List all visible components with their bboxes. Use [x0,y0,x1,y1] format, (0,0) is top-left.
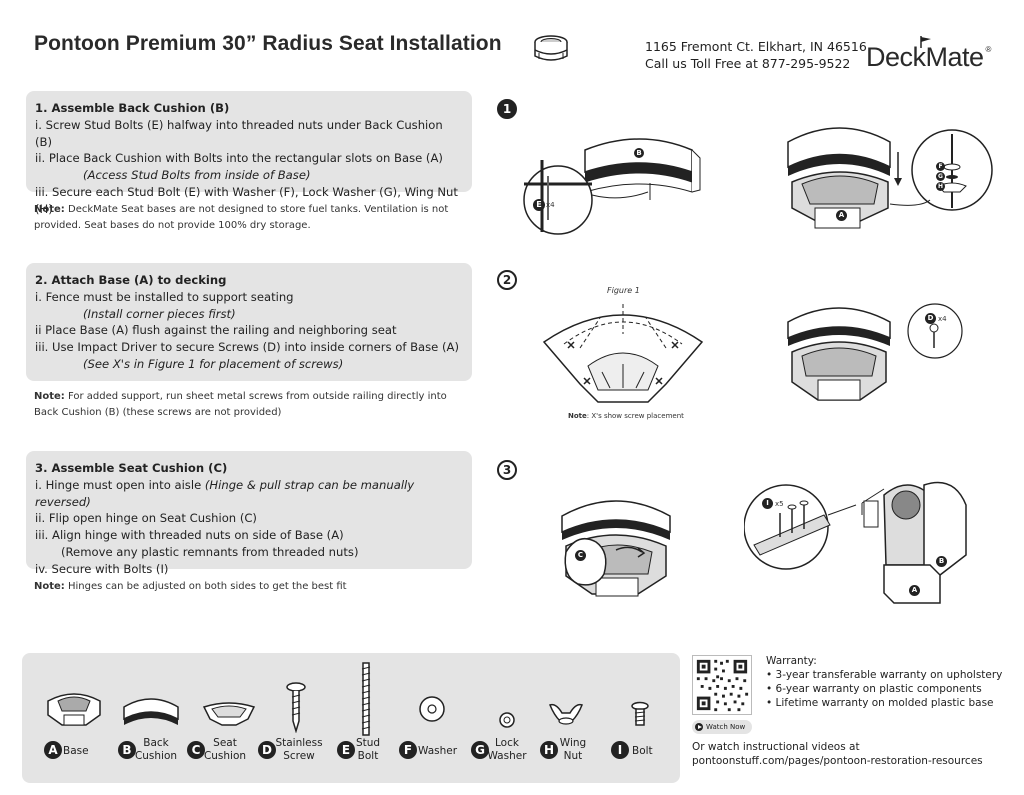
step-2-instructions: 2. Attach Base (A) to decking i. Fence m… [26,263,472,381]
step-3-instructions: 3. Assemble Seat Cushion (C) i. Hinge mu… [26,451,472,569]
wing-nut-part-icon [548,701,584,727]
callout-a-badge: A [909,585,920,596]
warranty-item: • Lifetime warranty on molded plastic ba… [766,696,1002,710]
step-3-note: Note: Hinges can be adjusted on both sid… [34,579,464,595]
callout-b-badge: B [634,148,644,158]
washer-part-icon [418,695,446,723]
note-text: Hinges can be adjusted on both sides to … [65,581,347,592]
part-e-label: Stud Bolt [353,737,383,763]
back-cushion-part-icon [120,693,182,727]
step-2-right-illustration [784,296,894,406]
registered-mark: ® [986,45,991,54]
note-label: Note: [34,391,65,402]
address-line: 1165 Fremont Ct. Elkhart, IN 46516 [645,38,867,55]
figure-1-diagram [540,294,706,410]
callout-c-badge: C [575,550,586,561]
video-resources: Or watch instructional videos at pontoon… [692,740,983,768]
stud-bolt-part-icon [358,661,374,737]
stainless-screw-part-icon [285,681,307,733]
callout-i-qty: x5 [775,500,784,508]
step-2-line: (See X's in Figure 1 for placement of sc… [35,356,463,373]
part-a-label: Base [63,745,89,758]
phone-line: Call us Toll Free at 877-295-9522 [645,55,867,72]
base-part-icon [44,691,104,729]
step-2-line: ii Place Base (A) flush against the rail… [35,322,463,339]
watch-now-label: Watch Now [706,723,745,731]
callout-g-badge: G [936,172,945,181]
part-i-label: Bolt [632,745,653,758]
step-1-line: (Access Stud Bolts from inside of Base) [35,167,463,184]
step-3-line-text: i. Hinge must open into aisle [35,478,201,492]
figure-note-label: Note [568,412,587,420]
part-a-badge: A [44,741,62,759]
callout-b-badge: B [936,556,947,567]
flag-icon [919,36,933,48]
callout-f-badge: F [936,162,945,171]
part-c-label: Seat Cushion [203,737,247,763]
seat-thumbnail-icon [530,32,572,68]
step-1-note: Note: DeckMate Seat bases are not design… [34,202,464,234]
step-3-line: iii. Align hinge with threaded nuts on s… [35,527,463,544]
step-1-heading: 1. Assemble Back Cushion (B) [35,100,463,117]
step-1-instructions: 1. Assemble Back Cushion (B) i. Screw St… [26,91,472,192]
figure-note-text: : X's show screw placement [587,412,684,420]
page-title: Pontoon Premium 30” Radius Seat Installa… [34,32,502,56]
note-text: For added support, run sheet metal screw… [34,391,447,418]
part-h-label: Wing Nut [556,737,590,763]
callout-e-qty: x4 [546,201,555,209]
parts-panel: A Base B Back Cushion C Seat Cushion D S… [22,653,680,783]
watch-now-button[interactable]: Watch Now [692,720,752,734]
callout-e-badge: E [533,199,545,211]
warranty-info: Warranty: • 3-year transferable warranty… [766,654,1002,710]
videos-url[interactable]: pontoonstuff.com/pages/pontoon-restorati… [692,754,983,768]
callout-h-badge: H [936,182,945,191]
step-2-line: (Install corner pieces first) [35,306,463,323]
note-label: Note: [34,581,65,592]
warranty-item: • 3-year transferable warranty on uphols… [766,668,1002,682]
warranty-title: Warranty: [766,654,1002,668]
step-1-line: ii. Place Back Cushion with Bolts into t… [35,150,463,167]
step-3-heading: 3. Assemble Seat Cushion (C) [35,460,463,477]
callout-d-badge: D [925,313,936,324]
callout-a-badge: A [836,210,847,221]
step-2-heading: 2. Attach Base (A) to decking [35,272,463,289]
part-f-badge: F [399,741,417,759]
bolt-part-icon [630,701,650,729]
note-text: DeckMate Seat bases are not designed to … [34,204,448,231]
step-3-line: (Remove any plastic remnants from thread… [35,544,463,561]
note-label: Note: [34,204,65,215]
step-3-line: iv. Secure with Bolts (I) [35,561,463,578]
part-g-label: Lock Washer [486,737,528,763]
lock-washer-part-icon [498,711,516,729]
step-1-right-illustration [770,112,1002,242]
step-2-note: Note: For added support, run sheet metal… [34,389,464,421]
screw-callout-circle [906,302,964,360]
part-b-label: Back Cushion [134,737,178,763]
company-address: 1165 Fremont Ct. Elkhart, IN 46516 Call … [645,38,867,72]
step-3-line: i. Hinge must open into aisle (Hinge & p… [35,477,463,511]
step-1-left-illustration [520,120,720,270]
part-f-label: Washer [418,745,457,758]
step-2-line: iii. Use Impact Driver to secure Screws … [35,339,463,356]
qr-code-icon[interactable] [692,655,752,715]
step-1-line: i. Screw Stud Bolts (E) halfway into thr… [35,117,463,151]
figure-1-note: Note: X's show screw placement [568,412,684,420]
step-3-left-illustration [556,490,676,610]
step-3-line: ii. Flip open hinge on Seat Cushion (C) [35,510,463,527]
step-3-right-illustration [744,475,974,615]
step-3-number: 3 [497,460,517,480]
callout-i-badge: I [762,498,773,509]
warranty-item: • 6-year warranty on plastic components [766,682,1002,696]
callout-d-qty: x4 [938,315,947,323]
part-i-badge: I [611,741,629,759]
step-2-line: i. Fence must be installed to support se… [35,289,463,306]
play-icon [695,723,703,731]
step-2-number: 2 [497,270,517,290]
step-1-number: 1 [497,99,517,119]
videos-intro: Or watch instructional videos at [692,740,983,754]
part-d-label: Stainless Screw [274,737,324,763]
seat-cushion-part-icon [200,699,258,727]
